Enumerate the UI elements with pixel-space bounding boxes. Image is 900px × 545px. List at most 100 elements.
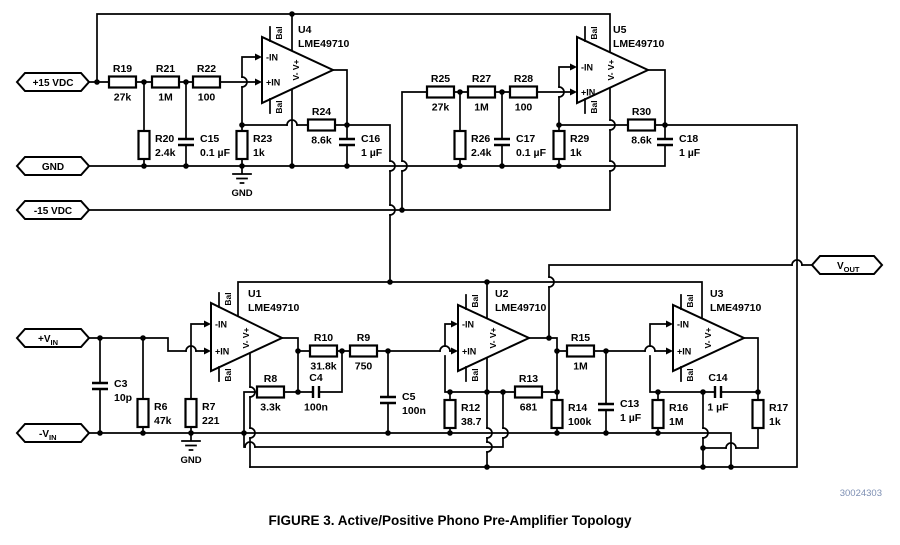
value-label: 1k: [253, 147, 265, 159]
resistor-R9: R9 750: [348, 332, 379, 373]
resistor-R21: R21 1M: [150, 63, 181, 104]
junction-dot: [655, 389, 661, 395]
ref-label: R7: [202, 401, 216, 413]
value-label: 2.4k: [471, 147, 492, 159]
terminal-label: -15 VDC: [34, 206, 72, 217]
terminal-gnd: GND: [15, 156, 91, 176]
junction-dot: [499, 163, 505, 169]
value-label: 1M: [474, 102, 489, 114]
resistor-R6: R6 47k: [136, 397, 172, 429]
value-label: 221: [202, 415, 220, 427]
opamp-U4: -IN +IN V- V+ Bal Bal U4 LME49710: [255, 24, 350, 114]
pin-rails-label: V- V+: [488, 327, 498, 348]
opamp-id: U5: [613, 24, 627, 36]
ref-label: R25: [431, 73, 450, 85]
noninv-input-arrow-icon: [570, 88, 577, 96]
junction-dot: [97, 430, 103, 436]
resistor-body: [508, 85, 539, 99]
pin-rails-label: V- V+: [291, 59, 301, 80]
opamp-triangle: [457, 303, 532, 373]
value-label: 1M: [669, 416, 684, 428]
pin-noninv-label: +IN: [215, 347, 229, 357]
opamp-part: LME49710: [613, 38, 665, 50]
resistor-R7: R7 221: [184, 397, 220, 429]
resistor-R16: R16 1M: [651, 398, 688, 430]
opamp-part: LME49710: [710, 302, 762, 314]
value-label: 1k: [769, 416, 781, 428]
ref-label: R8: [264, 373, 278, 385]
capacitor-C3: C3 10p: [92, 378, 132, 404]
ref-label: R9: [357, 332, 371, 344]
capacitor-plates: [380, 395, 396, 405]
pin-rails-label: V- V+: [606, 59, 616, 80]
junction-dot: [239, 122, 245, 128]
value-label: 1M: [573, 361, 588, 373]
gnd-symbol-top: GND: [231, 165, 253, 199]
value-label: 27k: [432, 102, 450, 114]
inv-input-arrow-icon: [451, 320, 458, 328]
junction-dot: [141, 79, 147, 85]
capacitor-plates: [657, 137, 673, 147]
ref-label: R19: [113, 63, 132, 75]
ref-label: R10: [314, 332, 333, 344]
capacitor-plates: [178, 137, 194, 147]
junction-dot: [183, 163, 189, 169]
terminal-label: GND: [42, 162, 64, 173]
gnd-label: GND: [231, 188, 252, 199]
junction-dot: [183, 79, 189, 85]
ref-label: R26: [471, 133, 490, 145]
junction-dot: [289, 11, 295, 17]
pin-noninv-label: +IN: [266, 78, 280, 88]
junction-dot: [344, 122, 350, 128]
resistor-R30: R30 8.6k: [626, 106, 657, 147]
resistor-R22: R22 100: [191, 63, 222, 104]
junction-dot: [94, 79, 100, 85]
inv-input-arrow-icon: [255, 53, 262, 61]
ref-label: R27: [472, 73, 491, 85]
resistor-body: [453, 129, 467, 161]
ref-label: R20: [155, 133, 174, 145]
gnd-icon: [232, 165, 252, 184]
resistor-body: [425, 85, 456, 99]
junction-dot: [484, 389, 490, 395]
terminal-outline: [810, 255, 884, 275]
capacitor-C4: C4 100n: [304, 372, 328, 414]
terminal-label-main: V: [837, 261, 844, 272]
junction-dot: [141, 163, 147, 169]
value-label: 31.8k: [310, 361, 336, 373]
opamp-id: U1: [248, 288, 262, 300]
ref-label: C18: [679, 133, 698, 145]
capacitor-plates: [339, 137, 355, 147]
opamp-id: U3: [710, 288, 724, 300]
resistor-R29: R29 1k: [552, 129, 589, 161]
ref-label: R17: [769, 402, 788, 414]
junction-dot: [554, 348, 560, 354]
resistor-body: [308, 344, 339, 358]
ref-label: R29: [570, 133, 589, 145]
gnd-label: GND: [180, 455, 201, 466]
pin-inv-label: -IN: [677, 320, 689, 330]
value-label: 8.6k: [311, 135, 332, 147]
ref-label: R23: [253, 133, 272, 145]
junction-dot: [399, 207, 405, 213]
resistor-body: [626, 118, 657, 132]
wire-hop-arcs: [185, 76, 803, 453]
terminal-outline: [15, 156, 91, 176]
junction-dot: [241, 430, 247, 436]
junction-dot: [188, 430, 194, 436]
capacitor-plates: [92, 381, 108, 391]
capacitor-C18: C18 1 µF: [657, 133, 701, 159]
resistor-body: [550, 398, 564, 430]
value-label: 100: [515, 102, 533, 114]
value-label: 1k: [570, 147, 582, 159]
resistor-body: [235, 129, 249, 161]
resistor-R23: R23 1k: [235, 129, 272, 161]
pin-bal-top-label: Bal: [223, 292, 233, 305]
noninv-input-arrow-icon: [255, 78, 262, 86]
opamp-part: LME49710: [248, 302, 300, 314]
junction-dot: [295, 348, 301, 354]
opamp-U1: -IN +IN V- V+ Bal Bal U1 LME49710: [204, 288, 300, 382]
pin-inv-label: -IN: [266, 53, 278, 63]
terminal-label: -VIN: [39, 429, 57, 442]
value-label: 1M: [158, 92, 173, 104]
